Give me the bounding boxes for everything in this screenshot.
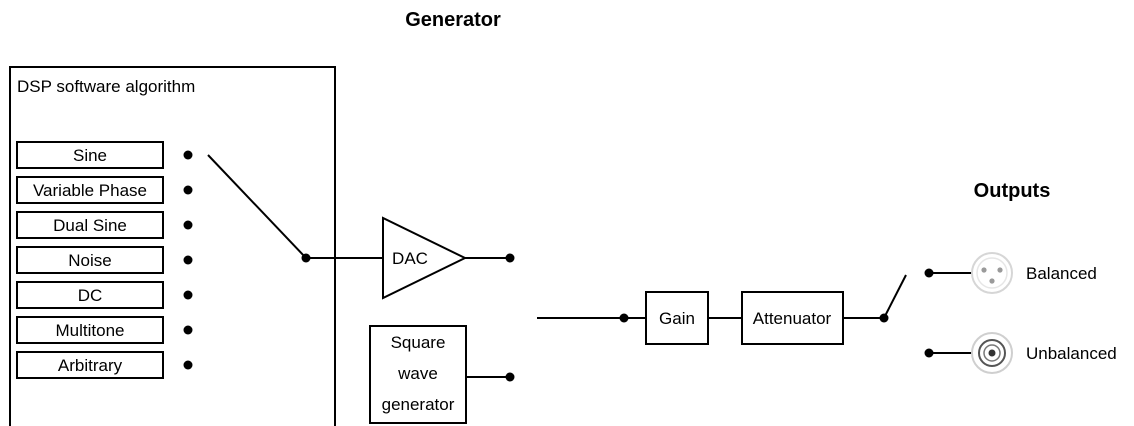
xlr-connector-icon bbox=[971, 252, 1013, 294]
source-label-arbitrary: Arbitrary bbox=[58, 356, 123, 375]
source-label-variable-phase: Variable Phase bbox=[33, 181, 147, 200]
source-label-dc: DC bbox=[78, 286, 103, 305]
bnc-connector-icon bbox=[971, 332, 1013, 374]
source-box-variable-phase bbox=[16, 176, 164, 204]
source-contact-dot-multitone bbox=[183, 325, 193, 335]
unbalanced-label: Unbalanced bbox=[1026, 344, 1117, 363]
dsp-software-box bbox=[9, 66, 336, 426]
source-selector-switch bbox=[207, 154, 307, 259]
square-wave-label-1: Square bbox=[391, 333, 446, 352]
gain-label: Gain bbox=[659, 309, 695, 328]
attenuator-label: Attenuator bbox=[753, 309, 832, 328]
gain-input-dot bbox=[619, 313, 629, 323]
source-box-arbitrary bbox=[16, 351, 164, 379]
diagram-title: Generator bbox=[405, 9, 501, 31]
output-selector-switch bbox=[883, 274, 907, 319]
square-wave-label-2: wave bbox=[397, 364, 438, 383]
dsp-label: DSP software algorithm bbox=[17, 77, 195, 96]
dac-label: DAC bbox=[392, 249, 428, 268]
source-label-sine: Sine bbox=[73, 146, 107, 165]
source-contact-dot-arbitrary bbox=[183, 360, 193, 370]
balanced-label: Balanced bbox=[1026, 264, 1097, 283]
source-contact-dot-sine bbox=[183, 150, 193, 160]
square-wave-generator-box bbox=[369, 325, 467, 424]
outputs-title: Outputs bbox=[974, 180, 1051, 202]
source-label-noise: Noise bbox=[68, 251, 111, 270]
square-wave-label-3: generator bbox=[382, 395, 455, 414]
source-box-dc bbox=[16, 281, 164, 309]
source-contact-dot-noise bbox=[183, 255, 193, 265]
dac-amplifier bbox=[382, 216, 468, 300]
source-contact-dot-variable-phase bbox=[183, 185, 193, 195]
source-contact-dot-dc bbox=[183, 290, 193, 300]
source-label-dual-sine: Dual Sine bbox=[53, 216, 127, 235]
source-box-sine bbox=[16, 141, 164, 169]
source-box-noise bbox=[16, 246, 164, 274]
source-box-dual-sine bbox=[16, 211, 164, 239]
square-wave-output-dot bbox=[505, 372, 515, 382]
source-label-multitone: Multitone bbox=[56, 321, 125, 340]
source-contact-dot-dual-sine bbox=[183, 220, 193, 230]
source-box-multitone bbox=[16, 316, 164, 344]
dac-output-dot bbox=[505, 253, 515, 263]
